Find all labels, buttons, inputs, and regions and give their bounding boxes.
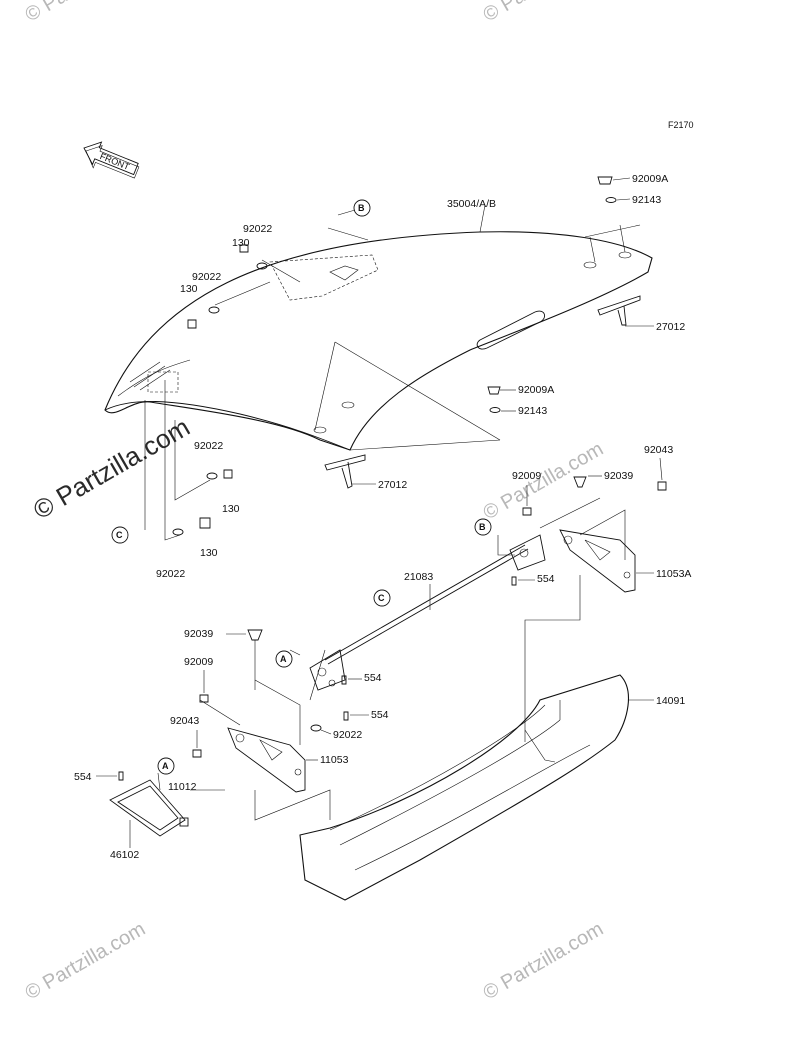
label-92039-right: 92039 [604,470,633,482]
reference-circle-b-top: B [353,199,371,217]
bracket-11053A [559,529,636,593]
bracket-27012-center [324,454,366,489]
ref-c-mid-label: C [378,593,385,603]
label-92043-left: 92043 [170,715,199,727]
label-92143-mid: 92143 [518,405,547,417]
seat-cover-35004 [104,231,653,451]
label-92022-c: 92022 [194,440,223,452]
ref-b-top-label: B [358,203,365,213]
label-92022-low: 92022 [333,729,362,741]
watermark-top-left: © Partzilla.com [22,0,150,26]
label-92022-b: 92022 [192,271,221,283]
label-11012: 11012 [168,781,197,793]
label-92009-left: 92009 [184,656,213,668]
ref-a-low-label: A [162,761,169,771]
label-554-low: 554 [371,709,389,721]
watermark-bottom-left: © Partzilla.com [22,918,150,1004]
reference-circle-a-mid: A [275,650,293,668]
figure-code: F2170 [668,120,694,130]
label-130-c: 130 [222,503,240,515]
label-554-left: 554 [74,771,92,783]
label-92022-d: 92022 [156,568,185,580]
label-92009A-mid: 92009A [518,384,554,396]
front-arrow-icon: FRONT [83,141,140,179]
label-92009A-top: 92009A [632,173,668,185]
fasteners-lower [118,476,667,781]
label-92022-a: 92022 [243,223,272,235]
part-labels: 35004/A/B 92009A 92143 27012 92009A 9214… [74,173,691,861]
leader-lines-cover [144,204,641,541]
ref-b-mid-label: B [479,522,486,532]
label-46102: 46102 [110,849,139,861]
label-14091: 14091 [656,695,685,707]
label-27012-center: 27012 [378,479,407,491]
label-130-d: 130 [200,547,218,559]
fasteners-upper [172,176,617,536]
label-11053: 11053 [320,754,349,766]
watermark-large: © Partzilla.com [28,412,195,526]
label-554-mid: 554 [364,672,382,684]
label-27012-right: 27012 [656,321,685,333]
hinge-rod-21083 [309,534,546,691]
watermark-top-right: © Partzilla.com [480,0,608,26]
reference-circle-b-mid: B [474,518,492,536]
label-11053A: 11053A [656,568,691,580]
label-92143-top: 92143 [632,194,661,206]
label-92009-right: 92009 [512,470,541,482]
label-92043-right: 92043 [644,444,673,456]
reference-circle-c-left: C [111,526,129,544]
reference-circle-a-low: A [157,757,175,775]
reference-circle-c-mid: C [373,589,391,607]
label-92039-left: 92039 [184,628,213,640]
bracket-27012-right [597,295,641,326]
label-554-right: 554 [537,573,555,585]
label-130-b: 130 [180,283,198,295]
tray-14091 [299,674,629,901]
watermark-bottom-right: © Partzilla.com [480,918,608,1004]
ref-a-mid-label: A [280,654,287,664]
label-21083: 21083 [404,571,433,583]
watermark-center: © Partzilla.com [480,438,608,524]
stay-46102 [109,779,189,837]
bracket-11053 [227,727,306,793]
ref-c-left-label: C [116,530,123,540]
leader-lines-lower [129,497,626,848]
label-130-a: 130 [232,237,250,249]
label-35004: 35004/A/B [447,198,496,210]
